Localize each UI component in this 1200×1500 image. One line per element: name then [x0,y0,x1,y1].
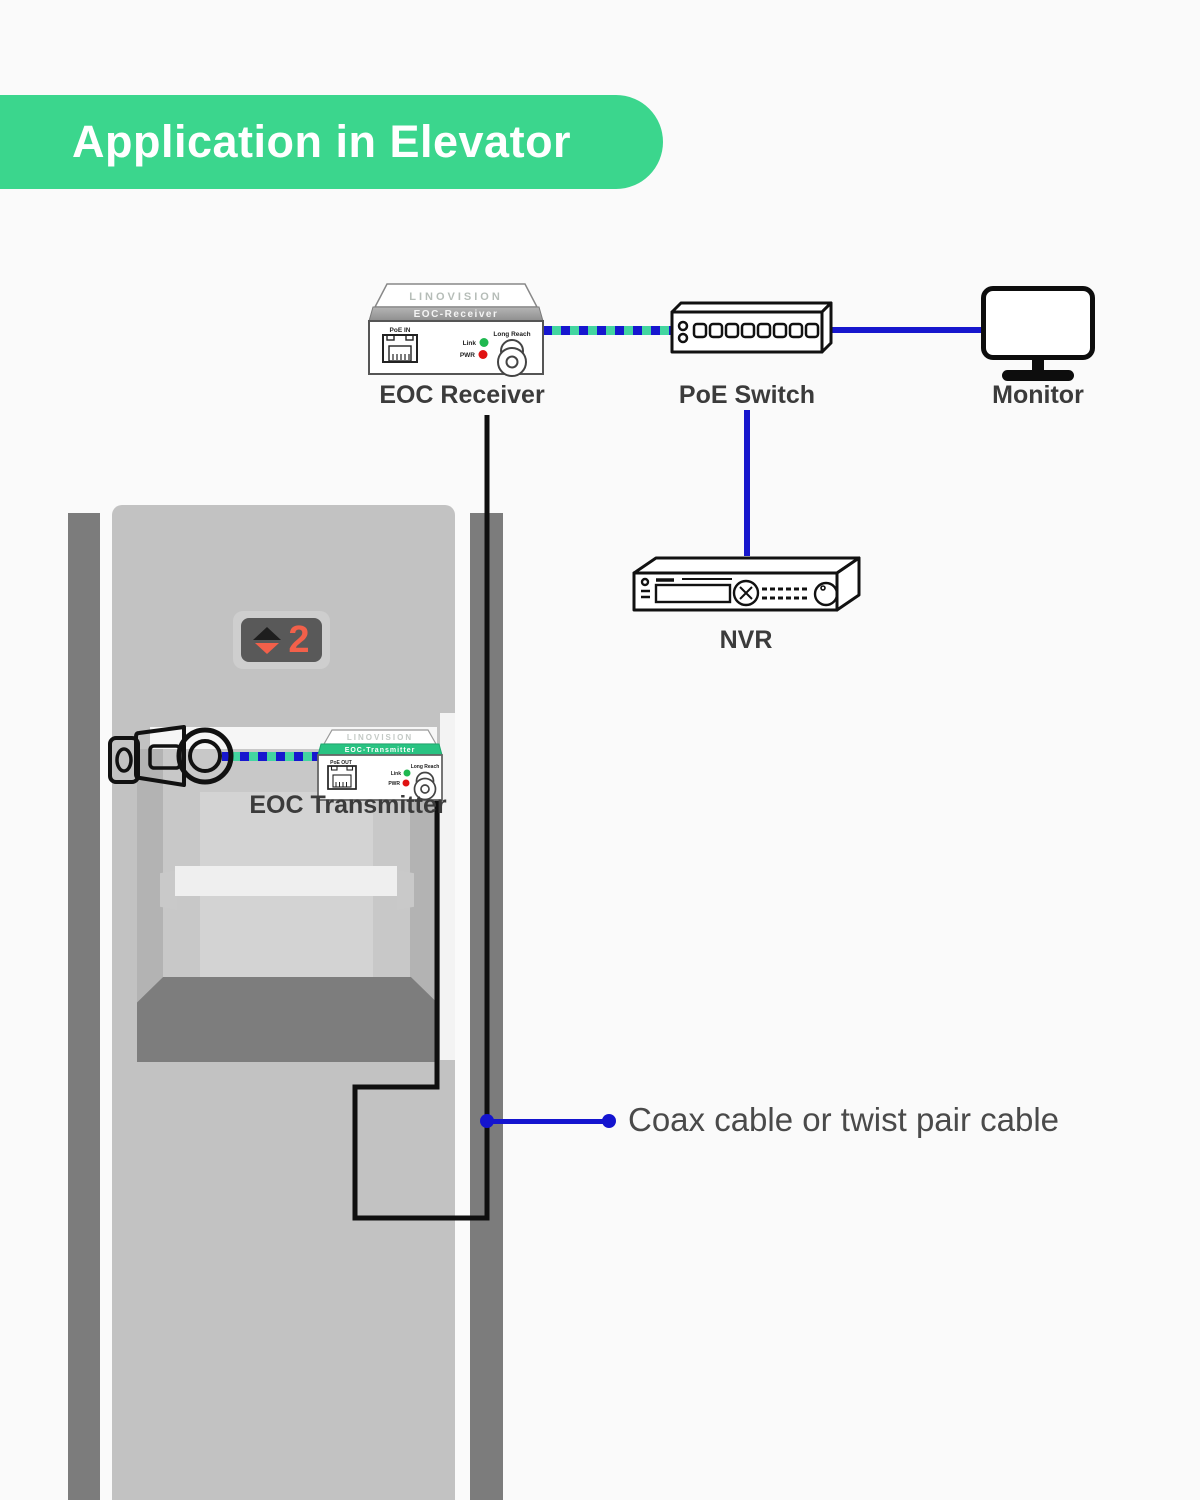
link-led-green [479,338,489,347]
door-edge-strip [440,713,455,1060]
brand-logo: LINOVISION [347,733,413,742]
port-label: PoE OUT [330,760,352,766]
switch-nvr-cable [744,410,750,556]
port-label: PoE IN [390,327,411,334]
switch-monitor-cable [823,327,981,333]
monitor-label: Monitor [992,381,1084,409]
bnc-label: Long Reach [493,331,530,338]
pwr-led-red [478,350,488,359]
eoc-transmitter-device: LINOVISION EOC-Transmitter PoE OUT Link … [317,729,443,801]
monitor-screen [981,286,1095,360]
page-title: Application in Elevator [72,116,572,167]
callout-text: Coax cable or twist pair cable [628,1101,1060,1138]
switch-ports [677,320,820,344]
link-led-label: Link [463,340,477,347]
header-banner: Application in Elevator [0,95,663,189]
up-down-arrows-icon [253,626,282,654]
eoc-receiver-label: EOC Receiver [379,381,545,409]
callout-line [487,1119,609,1124]
poe-switch-label: PoE Switch [678,381,816,409]
rj45-port-icon [382,334,418,363]
floor-indicator: 2 [241,618,322,662]
handrail-right-bracket [397,870,414,910]
pwr-led-label: PWR [388,781,400,787]
bnc-label: Long Reach [411,764,440,770]
link-led-green [403,769,411,777]
link-led-label: Link [391,771,401,777]
shaft-left-column [68,513,100,1500]
bnc-connector-icon [497,339,527,377]
nvr-label: NVR [719,626,773,654]
monitor-base [1002,370,1074,381]
handrail [175,866,397,896]
pwr-led-red [402,779,410,787]
nvr-device [632,556,861,612]
eoc-receiver-device: LINOVISION EOC-Receiver PoE IN Link PWR … [368,283,544,377]
arrow-down-icon [255,642,280,654]
model-band: EOC-Transmitter [345,747,416,754]
arrow-up-icon [253,626,282,640]
brand-logo: LINOVISION [409,291,503,303]
callout-dot-left [480,1114,494,1128]
callout-dot-right [602,1114,616,1128]
nvr-front-details [640,577,839,607]
model-band: EOC-Receiver [414,309,499,320]
rj45-port-icon [327,765,357,790]
camera-transmitter-cable [222,752,322,761]
pwr-led-label: PWR [460,352,475,359]
eoc-transmitter-label: EOC Transmitter [249,791,447,819]
floor-number: 2 [288,619,310,661]
elevator-camera-icon [108,725,234,787]
bnc-connector-icon [413,771,437,801]
receiver-switch-cable [543,326,672,335]
monitor-neck [1032,360,1044,372]
poe-switch-device [670,301,833,354]
handrail-left-bracket [160,870,177,910]
cab-floor [137,977,437,1062]
